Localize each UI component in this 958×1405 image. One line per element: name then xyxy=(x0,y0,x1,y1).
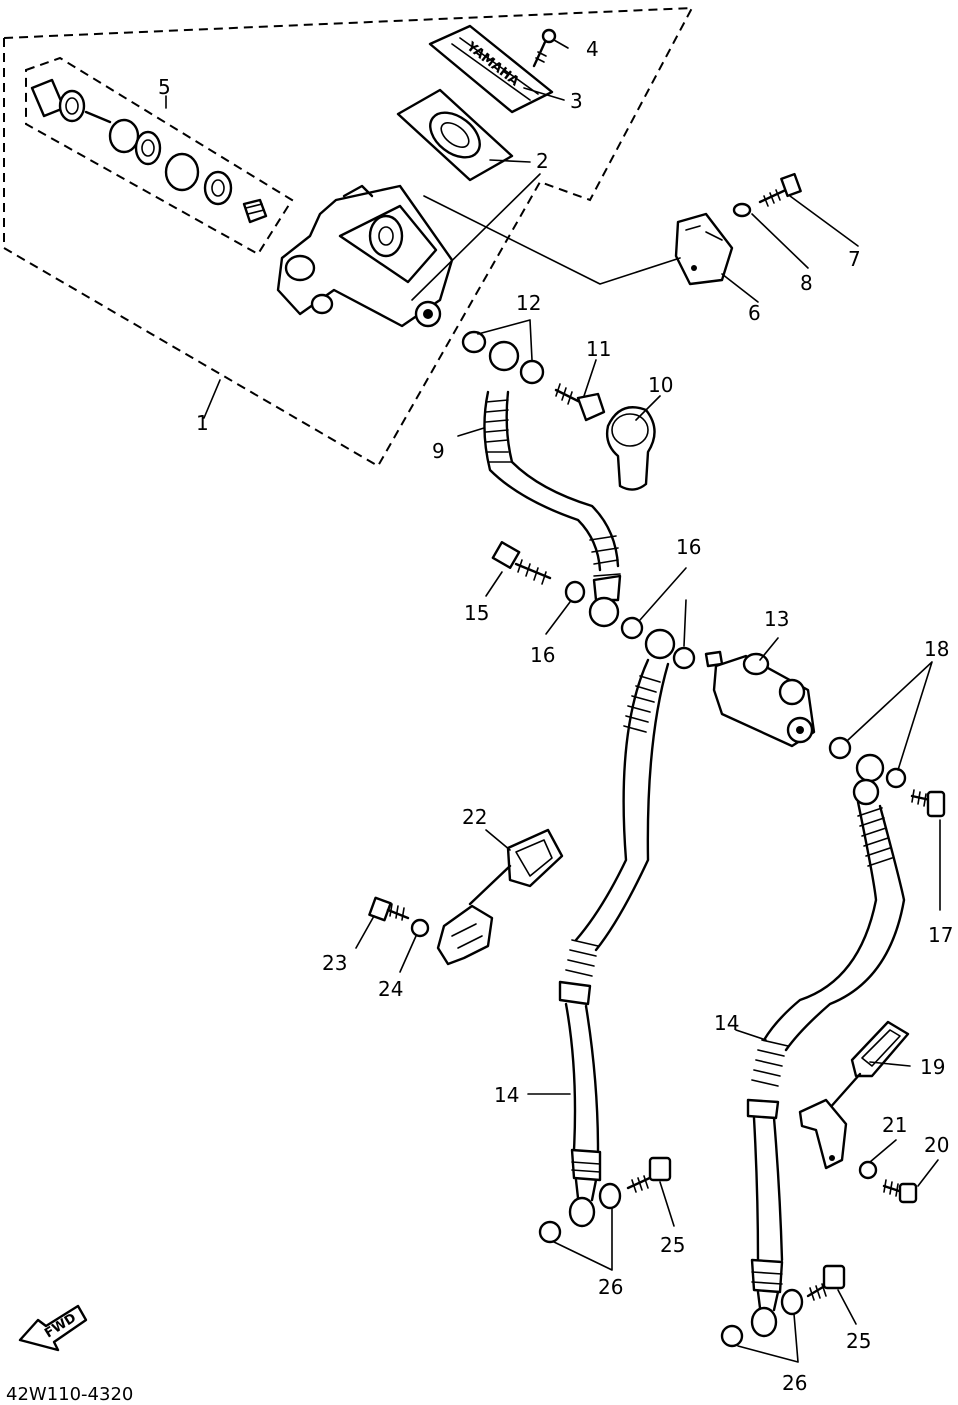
callout-9: 9 xyxy=(432,439,445,463)
callout-20: 20 xyxy=(924,1133,949,1157)
washer-part-21 xyxy=(858,1160,878,1180)
callout-17: 17 xyxy=(928,923,953,947)
bolt-part-20 xyxy=(882,1179,918,1204)
washer-part-18a xyxy=(828,736,852,760)
washer-part-18c xyxy=(885,767,907,789)
switch-bracket-part xyxy=(674,212,734,286)
washer-part-16c xyxy=(672,646,696,670)
washer-part-24 xyxy=(410,918,430,938)
callout-23: 23 xyxy=(322,951,347,975)
callout-3: 3 xyxy=(570,89,583,113)
washer-part-26-left-b xyxy=(538,1220,562,1244)
callout-16a: 16 xyxy=(676,535,701,559)
washer-part-12a xyxy=(461,330,487,354)
washer-part-8 xyxy=(732,202,752,218)
bolt-part-23 xyxy=(368,896,410,922)
callout-24: 24 xyxy=(378,977,403,1001)
callout-12: 12 xyxy=(516,291,541,315)
union-bolt-part-17 xyxy=(910,789,946,818)
union-bolt-part-25-left xyxy=(626,1156,672,1193)
callout-22: 22 xyxy=(462,805,487,829)
callout-15: 15 xyxy=(464,601,489,625)
reservoir-diaphragm-part xyxy=(396,88,514,182)
leader-lines xyxy=(165,39,941,1363)
callout-2: 2 xyxy=(536,149,549,173)
callout-8: 8 xyxy=(800,271,813,295)
hose-guide-part-19 xyxy=(798,1020,910,1170)
callout-13: 13 xyxy=(764,607,789,631)
callout-6: 6 xyxy=(748,301,761,325)
cap-screw-part xyxy=(532,28,557,68)
union-bolt-part-15 xyxy=(491,541,552,585)
callout-26a: 26 xyxy=(598,1275,623,1299)
forward-arrow-icon: FWD xyxy=(18,1304,88,1352)
callout-7: 7 xyxy=(848,247,861,271)
brake-switch-part xyxy=(554,383,606,422)
callout-16b: 16 xyxy=(530,643,555,667)
callout-14a: 14 xyxy=(494,1083,519,1107)
brake-hose-part-14-left xyxy=(558,628,676,1228)
brake-switch-cover-part xyxy=(605,406,656,491)
callout-14b: 14 xyxy=(714,1011,739,1035)
washer-part-18b xyxy=(855,753,885,783)
union-bolt-part-25-right xyxy=(806,1264,846,1301)
callout-10: 10 xyxy=(648,373,673,397)
callout-4: 4 xyxy=(586,37,599,61)
washer-part-26-left-a xyxy=(598,1182,622,1210)
master-cylinder-body xyxy=(276,184,454,328)
callout-1: 1 xyxy=(196,411,209,435)
callout-25a: 25 xyxy=(660,1233,685,1257)
washer-part-16b xyxy=(620,616,644,640)
callout-21: 21 xyxy=(882,1113,907,1137)
washer-part-16a xyxy=(564,580,586,604)
master-cylinder-assembly-boundary xyxy=(3,6,694,468)
washer-part-26-right-b xyxy=(720,1324,744,1348)
callout-26b: 26 xyxy=(782,1371,807,1395)
screw-part-7 xyxy=(758,172,802,207)
callout-5: 5 xyxy=(158,75,171,99)
hose-guide-part-22 xyxy=(436,828,564,966)
callout-18: 18 xyxy=(924,637,949,661)
piston-kit-part xyxy=(30,78,268,224)
callout-labels: 5 4 3 2 7 8 6 1 12 11 10 9 16 15 16 13 1… xyxy=(158,37,953,1395)
drawing-code: 42W110-4320 xyxy=(6,1384,133,1405)
callout-25b: 25 xyxy=(846,1329,871,1353)
washer-part-26-right-a xyxy=(780,1288,804,1316)
brake-hose-part-14-right xyxy=(746,778,906,1338)
brake-hose-part-9 xyxy=(483,340,622,628)
callout-19: 19 xyxy=(920,1055,945,1079)
callout-11: 11 xyxy=(586,337,611,361)
washer-part-12b xyxy=(519,359,545,385)
brake-hose-joint-part-13 xyxy=(704,650,816,748)
